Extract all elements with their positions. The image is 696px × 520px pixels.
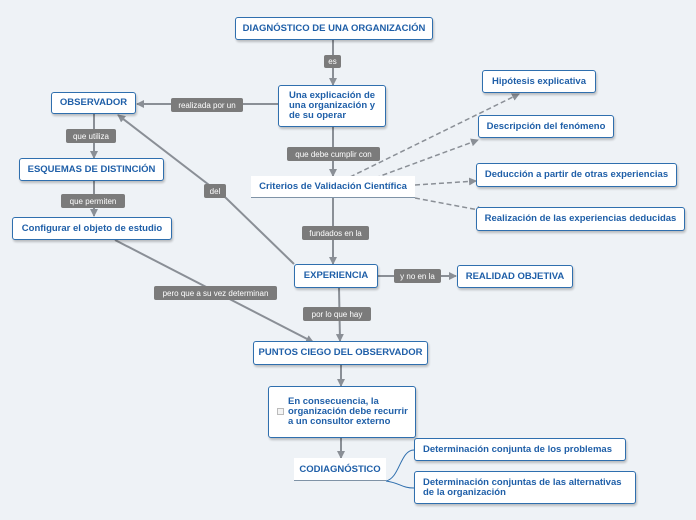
node-configurar[interactable]: Configurar el objeto de estudio (12, 217, 172, 240)
label-pero-que-a-su-vez-determinan: pero que a su vez determinan (154, 286, 277, 300)
node-experiencia[interactable]: EXPERIENCIA (294, 264, 378, 288)
label-realizada-por-un: realizada por un (171, 98, 243, 112)
edge-codiagnostico-problemas (385, 449, 415, 482)
node-consecuencia-text: En consecuencia, la organización debe re… (288, 396, 408, 427)
node-codiagnostico[interactable]: CODIAGNÓSTICO (294, 458, 386, 481)
label-del: del (204, 184, 226, 198)
label-que-debe-cumplir-con: que debe cumplir con (287, 147, 380, 161)
label-que-permiten: que permiten (61, 194, 125, 208)
note-icon[interactable] (277, 408, 284, 415)
node-observador[interactable]: OBSERVADOR (51, 92, 136, 114)
label-fundados-en-la: fundados en la (302, 226, 369, 240)
edge-criterios-realizacion (414, 197, 485, 214)
edge-criterios-descripcion (374, 138, 479, 179)
label-por-lo-que-hay: por lo que hay (303, 307, 371, 321)
label-que-utiliza: que utiliza (66, 129, 116, 143)
node-diagnostico[interactable]: DIAGNÓSTICO DE UNA ORGANIZACIÓN (235, 17, 433, 40)
node-criterios[interactable]: Criterios de Validación Científica (251, 176, 415, 198)
node-realizacion[interactable]: Realización de las experiencias deducida… (476, 207, 685, 231)
node-puntos[interactable]: PUNTOS CIEGO DEL OBSERVADOR (253, 341, 428, 365)
node-det-alternativas[interactable]: Determinación conjuntas de las alternati… (414, 471, 636, 504)
edge-codiagnostico-alternativas (385, 480, 415, 489)
node-deduccion[interactable]: Deducción a partir de otras experiencias (476, 163, 677, 187)
edge-criterios-hipotesis (349, 93, 520, 178)
node-realidad[interactable]: REALIDAD OBJETIVA (457, 265, 573, 288)
node-consecuencia[interactable]: En consecuencia, la organización debe re… (268, 386, 416, 438)
label-es: es (324, 55, 341, 68)
label-y-no-en-la: y no en la (394, 269, 441, 283)
node-explicacion[interactable]: Una explicación de una organización y de… (278, 85, 386, 127)
edge-del-observador (117, 114, 295, 265)
edge-criterios-deduccion (414, 177, 477, 186)
node-esquemas[interactable]: ESQUEMAS DE DISTINCIÓN (19, 158, 164, 181)
node-hipotesis[interactable]: Hipótesis explicativa (482, 70, 596, 93)
node-det-problemas[interactable]: Determinación conjunta de los problemas (414, 438, 626, 461)
node-descripcion[interactable]: Descripción del fenómeno (478, 115, 614, 138)
